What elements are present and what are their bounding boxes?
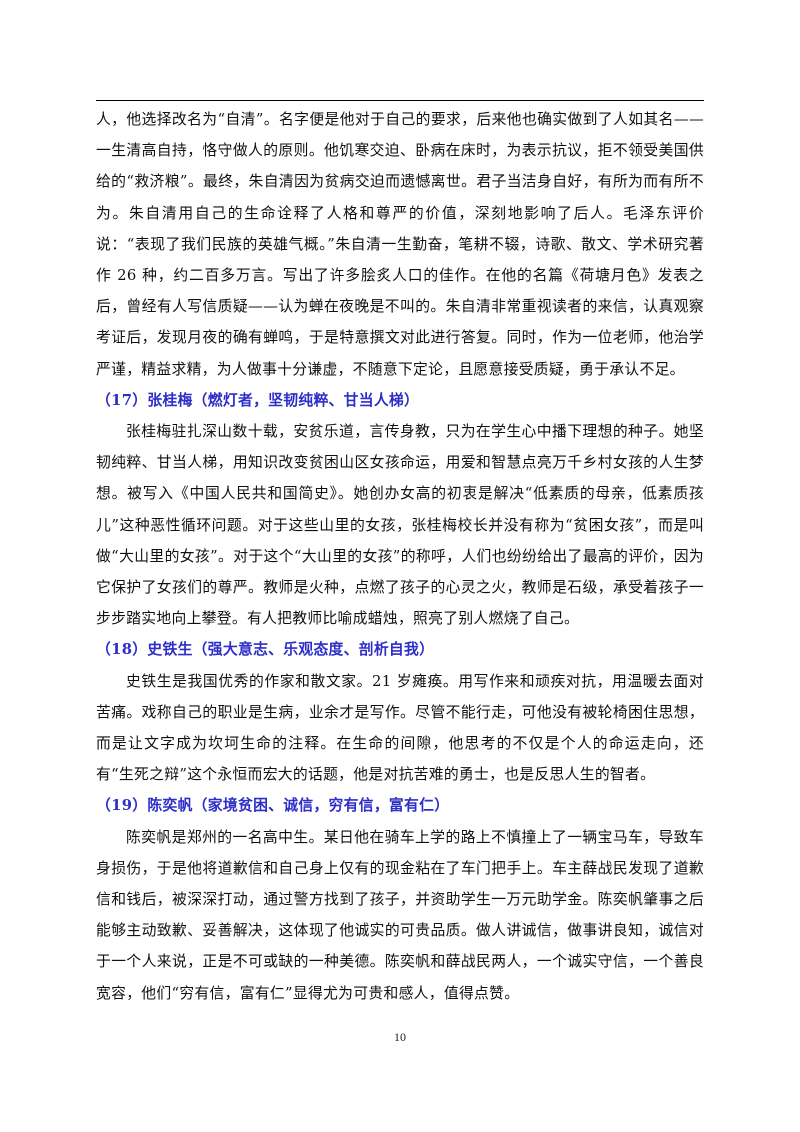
- page-number: 10: [394, 1030, 406, 1044]
- paragraph-chen-yifan: 陈奕帆是郑州的一名高中生。某日他在骑车上学的路上不慎撞上了一辆宝马车，导致车身损…: [96, 828, 704, 1002]
- document-body: 人，他选择改名为“自清”。名字便是他对于自己的要求，后来他也确实做到了人如其名—…: [96, 104, 704, 1009]
- section-heading-19: （19）陈奕帆（家境贫困、诚信，穷有信，富有仁）: [96, 797, 450, 815]
- paragraph-zhang-guimei: 张桂梅驻扎深山数十载，安贫乐道，言传身教，只为在学生心中播下理想的种子。她坚韧纯…: [96, 423, 704, 628]
- section-heading-17: （17）张桂梅（燃灯者，坚韧纯粹、甘当人梯）: [96, 391, 420, 409]
- paragraph-zhu-ziqing-continued: 人，他选择改名为“自清”。名字便是他对于自己的要求，后来他也确实做到了人如其名—…: [96, 111, 704, 378]
- paragraph-shi-tiesheng: 史铁生是我国优秀的作家和散文家。21 岁瘫痪。用写作来和顽疾对抗，用温暖去面对苦…: [96, 672, 704, 784]
- section-heading-18: （18）史铁生（强大意志、乐观态度、剖析自我）: [96, 641, 435, 659]
- header-rule: [96, 100, 704, 101]
